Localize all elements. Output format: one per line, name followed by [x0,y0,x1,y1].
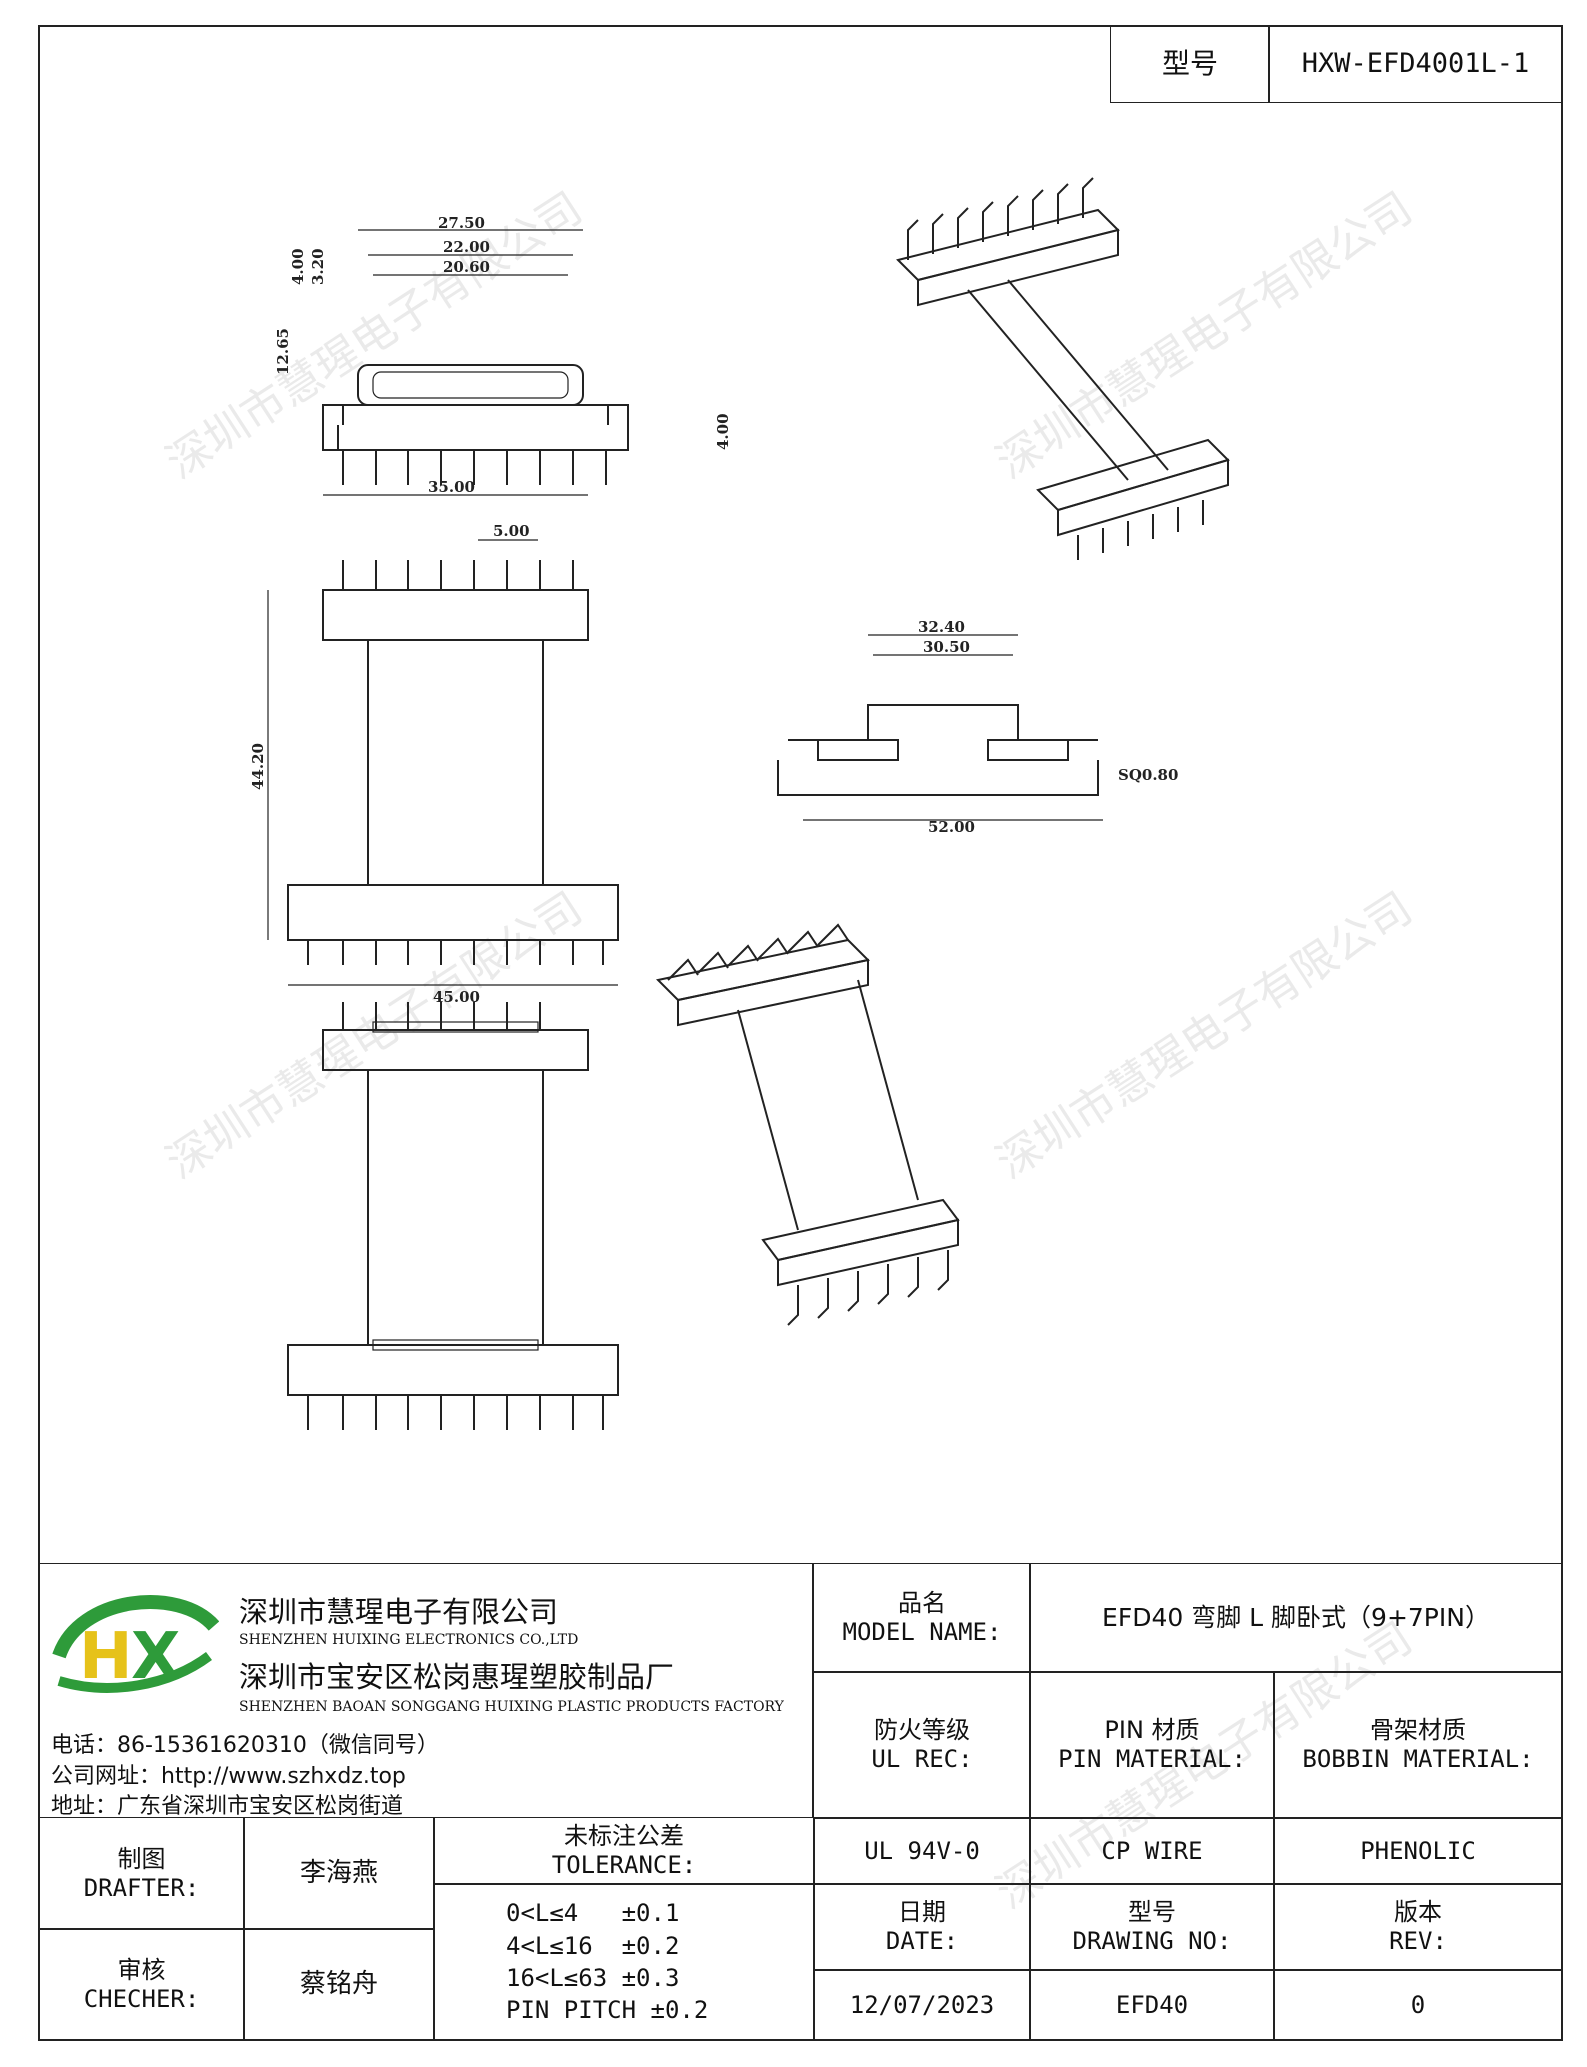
model-name-value: EFD40 弯脚 L 脚卧式（9+7PIN） [1029,1563,1563,1673]
ul-value: UL 94V-0 [813,1817,1031,1885]
dim-top-1: 27.50 [438,214,485,232]
pin-material-value: CP WIRE [1029,1817,1275,1885]
company-logo-icon: H X [52,1595,219,1694]
tolerance-label: 未标注公差 TOLERANCE: [433,1817,815,1885]
factory-name-cn: 深圳市宝安区松岗惠瑆塑胶制品厂 [239,1660,675,1694]
company-name-cn: 深圳市慧瑆电子有限公司 [239,1595,559,1629]
company-info: H X 深圳市慧瑆电子有限公司 SHENZHEN HUIXING ELECTRO… [38,1563,813,1819]
pin-material-label: PIN 材质 PIN MATERIAL: [1029,1671,1275,1819]
dim-side-total: 52.00 [928,818,975,836]
date-value: 12/07/2023 [813,1969,1031,2041]
dim-side-outer: 32.40 [918,618,965,636]
dim-front-pitch: 5.00 [493,522,530,540]
top-view: 27.50 22.00 20.60 4.00 3.20 12.65 4.00 [274,214,732,485]
side-view: 32.40 30.50 52.00 SQ0.80 [777,618,1178,836]
rev-label: 版本 REV: [1273,1883,1563,1971]
dim-side-pin: SQ0.80 [1118,766,1178,784]
dim-top-7: 4.00 [714,413,732,450]
ul-label: 防火等级 UL REC: [813,1671,1031,1819]
top-view-pins [342,405,609,485]
front-view: 35.00 5.00 44.20 45.00 [249,478,619,1006]
company-address: 地址：广东省深圳市宝安区松岗街道 [51,1794,404,1819]
dim-front-base: 45.00 [433,988,480,1006]
rev-value: 0 [1273,1969,1563,2041]
iso-view-bottom [655,923,960,1326]
iso-view-top [896,177,1230,560]
svg-text:X: X [131,1620,180,1694]
dim-top-6: 12.65 [274,328,292,375]
front-view-bottom-pins [307,940,604,965]
model-name-label: 品名 MODEL NAME: [813,1563,1031,1673]
model-label-cell: 型号 [1110,25,1270,103]
dim-top-4: 4.00 [289,248,307,285]
technical-drawing: 27.50 22.00 20.60 4.00 3.20 12.65 4.00 [249,177,1230,1430]
svg-text:H: H [79,1620,133,1694]
bottom-view [287,1002,619,1430]
dim-front-width: 35.00 [428,478,475,496]
company-phone: 电话：86-15361620310（微信同号） [51,1733,439,1758]
checker-value: 蔡铭舟 [243,1928,435,2041]
bobbin-material-label: 骨架材质 BOBBIN MATERIAL: [1273,1671,1563,1819]
model-label: 型号 [1161,47,1218,81]
dim-side-inner: 30.50 [923,638,970,656]
dim-top-2: 22.00 [443,238,490,256]
checker-label: 审核 CHECHER: [38,1928,245,2041]
front-view-top-pins [342,560,574,590]
drawing-no-value: EFD40 [1029,1969,1275,2041]
factory-name-en: SHENZHEN BAOAN SONGGANG HUIXING PLASTIC … [239,1699,784,1715]
date-label: 日期 DATE: [813,1883,1031,1971]
drafter-label: 制图 DRAFTER: [38,1817,245,1930]
drafter-value: 李海燕 [243,1817,435,1930]
tolerance-values: 0<L≤4 ±0.1 4<L≤16 ±0.2 16<L≤63 ±0.3 PIN … [433,1883,815,2041]
bottom-view-top-pins [342,1002,541,1030]
company-name-en: SHENZHEN HUIXING ELECTRONICS CO.,LTD [239,1632,579,1648]
dim-top-5: 3.20 [309,248,327,285]
dim-top-3: 20.60 [443,258,490,276]
bottom-view-bottom-pins [307,1395,604,1430]
dim-front-height: 44.20 [249,743,267,790]
bobbin-material-value: PHENOLIC [1273,1817,1563,1885]
drawing-no-label: 型号 DRAWING NO: [1029,1883,1275,1971]
company-website: 公司网址：http://www.szhxdz.top [51,1764,406,1789]
model-value: HXW-EFD4001L-1 [1301,47,1530,79]
model-value-cell: HXW-EFD4001L-1 [1268,25,1563,103]
